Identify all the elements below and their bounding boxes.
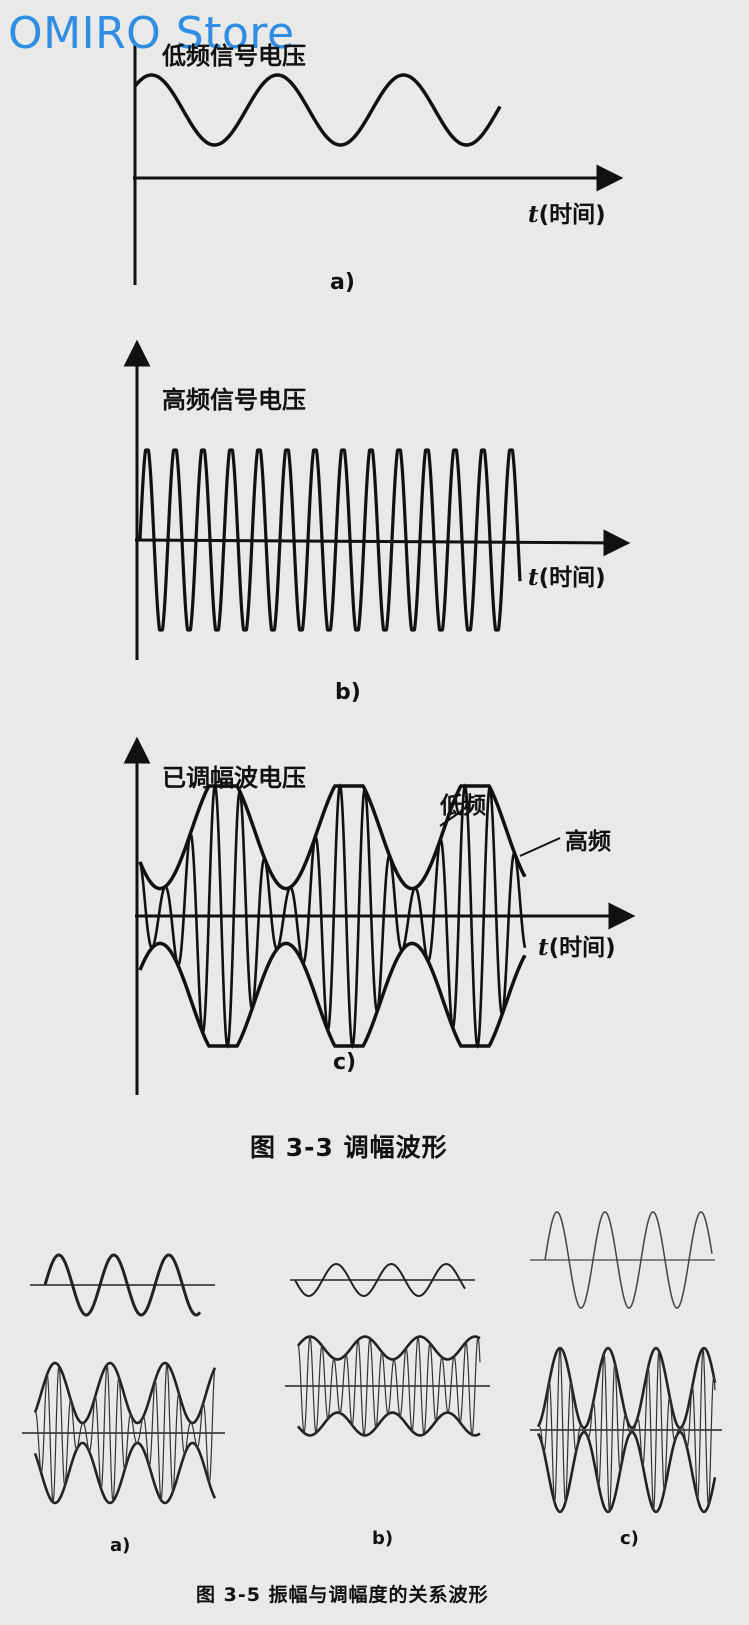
panel-c-time-var: t	[538, 934, 549, 961]
panel-b-diagram	[123, 339, 631, 660]
panel-b-time-label: t(时间)	[528, 558, 606, 592]
panel-c-title: 已调幅波电压	[162, 764, 306, 792]
fig5-label-a: a)	[110, 1535, 131, 1556]
panel-a-title: 低频信号电压	[162, 42, 306, 70]
fig5a-upper-envelope	[33, 1361, 217, 1425]
fig5a-lower-envelope	[33, 1441, 217, 1505]
panel-a-label: a)	[330, 270, 355, 295]
fig5b-lower-envelope	[297, 1411, 481, 1437]
panel-b-label: b)	[335, 680, 361, 705]
high-freq-label: 高频	[565, 829, 611, 855]
panel-b-time-var: t	[528, 564, 539, 591]
figure-3-3-caption: 图 3-3 调幅波形	[250, 1133, 448, 1162]
figure-3-5-caption: 图 3-5 振幅与调幅度的关系波形	[196, 1584, 489, 1606]
fig5a-carrier	[34, 1363, 216, 1503]
high-freq-leader-line	[519, 837, 561, 857]
panel-c-label: c)	[333, 1050, 357, 1075]
fig5c-carrier	[537, 1348, 716, 1512]
fig5a-modulating-wave	[43, 1253, 202, 1317]
low-frequency-wave	[133, 73, 502, 147]
panel-a-time-label: t(时间)	[528, 195, 606, 229]
panel-b-time-unit: (时间)	[538, 565, 606, 591]
modulated-carrier	[138, 783, 527, 1049]
fig5b-modulating-wave	[294, 1262, 466, 1298]
low-freq-leader-line	[439, 809, 464, 827]
fig-3-5-a	[22, 1253, 225, 1505]
fig5-label-c: c)	[620, 1528, 639, 1549]
upper-envelope	[138, 784, 527, 891]
fig5c-modulating-wave	[544, 1211, 713, 1309]
fig5b-upper-envelope	[297, 1335, 481, 1361]
fig-3-5-b	[285, 1262, 490, 1438]
fig-3-5-c	[530, 1211, 722, 1514]
panel-c-time-label: t(时间)	[538, 928, 616, 962]
panel-a-time-unit: (时间)	[538, 202, 606, 228]
panel-a-diagram	[133, 45, 624, 285]
fig5b-carrier	[297, 1334, 481, 1438]
fig5-label-b: b)	[372, 1528, 394, 1549]
lower-envelope	[138, 941, 527, 1048]
high-frequency-wave	[138, 448, 522, 632]
panel-c-diagram	[123, 736, 636, 1095]
panel-b-x-axis	[134, 529, 631, 557]
panel-c-time-unit: (时间)	[548, 935, 616, 961]
panel-b-title: 高频信号电压	[162, 386, 306, 414]
panel-a-time-var: t	[528, 201, 539, 228]
low-freq-label: 低频	[440, 793, 486, 819]
store-watermark: OMIRO Store	[8, 8, 295, 59]
